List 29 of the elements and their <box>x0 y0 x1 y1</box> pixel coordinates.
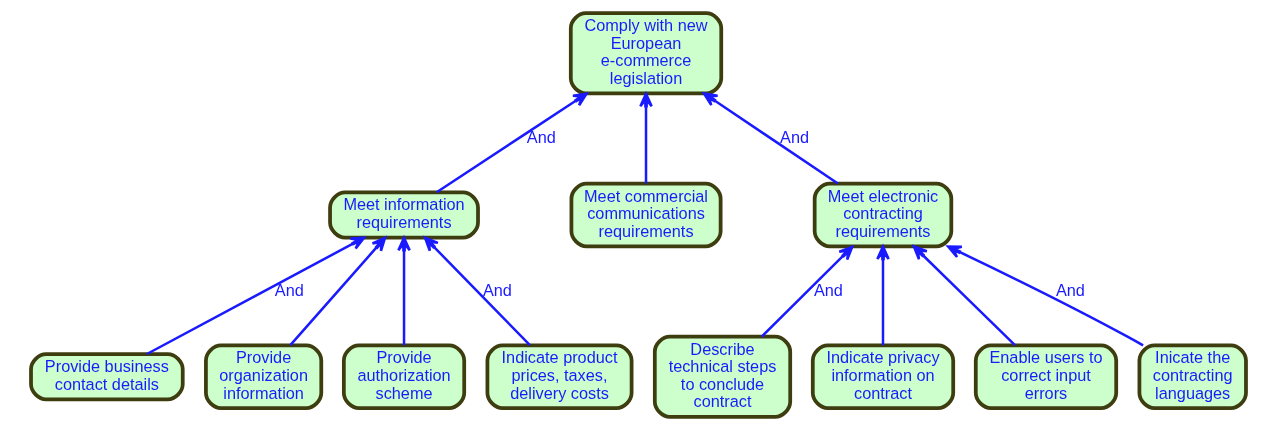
arrow <box>288 236 386 346</box>
edge-label: And <box>274 280 304 299</box>
arrow <box>435 92 588 194</box>
edge-label: And <box>779 127 809 146</box>
arrow <box>396 236 411 346</box>
arrow <box>423 236 531 347</box>
node-box: Provide authorization scheme <box>341 343 466 410</box>
node-box: Meet electronic contracting requirements <box>812 181 953 249</box>
arrow <box>702 92 839 185</box>
node-box: Describe technical steps to conclude contract <box>652 334 792 419</box>
arrow <box>760 245 853 338</box>
node-box: Meet commercial communications requirements <box>569 181 722 249</box>
node-box: Provide business contact details <box>28 352 185 402</box>
node-box: Enable users to correct input errors <box>973 343 1118 410</box>
edge-label: And <box>1055 280 1085 299</box>
arrow <box>912 245 1016 347</box>
node-box: Comply with new European e-commerce legislation <box>568 11 723 96</box>
arrow <box>875 245 890 346</box>
node-box: Meet information requirements <box>327 190 480 240</box>
arrow <box>145 236 365 356</box>
node-box: Indicate product prices, taxes, delivery costs <box>485 343 633 410</box>
node-box: Inicate the contracting languages <box>1137 343 1248 410</box>
node-box: Provide organization information <box>203 343 323 410</box>
arrow <box>638 92 653 184</box>
edge-label: And <box>482 280 512 299</box>
node-box: Indicate privacy information on contract <box>810 343 955 410</box>
edge-label: And <box>526 127 556 146</box>
edge-label: And <box>813 280 843 299</box>
arrow <box>946 245 1144 347</box>
